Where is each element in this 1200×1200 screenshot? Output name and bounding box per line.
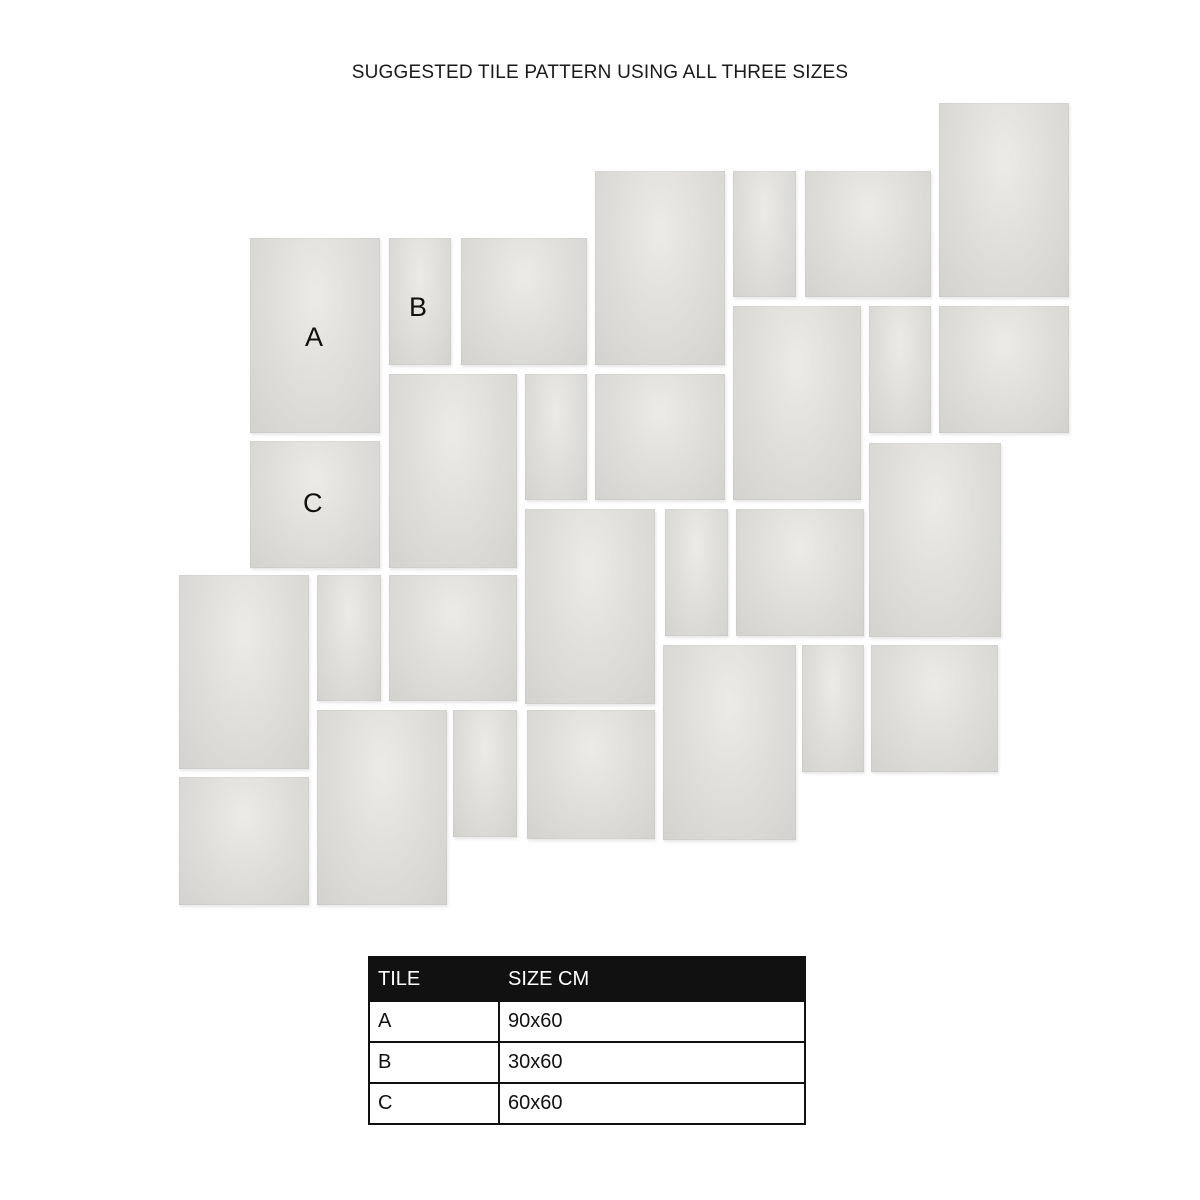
legend-row: A 90x60 [368,1000,806,1043]
legend-cell-tile: A [368,1000,500,1043]
legend-header-tile: TILE [368,956,500,1002]
tile [665,509,728,636]
tile [805,171,931,297]
tile [453,710,517,837]
tile [525,374,587,500]
tile-size-legend: TILE SIZE CM A 90x60 B 30x60 C 60x60 [368,956,806,1125]
legend-header-size: SIZE CM [498,956,806,1002]
tile [527,710,655,839]
legend-cell-tile: C [368,1082,500,1125]
tile [389,374,517,568]
tile [317,710,447,905]
tile [179,575,309,769]
tile [939,103,1069,297]
tile [733,171,796,297]
legend-row: B 30x60 [368,1041,806,1084]
diagram-title: SUGGESTED TILE PATTERN USING ALL THREE S… [351,62,849,83]
tile [595,171,725,365]
tile [869,306,931,433]
tile [939,306,1069,433]
legend-header-row: TILE SIZE CM [368,956,806,1002]
tile [869,443,1001,637]
tile [733,306,861,500]
tile [736,509,864,636]
tile [389,238,451,365]
tile-label-b: B [409,292,428,322]
tile [317,575,381,701]
tile-label-c: C [303,488,323,518]
legend-cell-tile: B [368,1041,500,1084]
tile [389,575,517,701]
tile [250,238,380,433]
tile [525,509,655,704]
legend-row: C 60x60 [368,1082,806,1125]
legend-cell-size: 30x60 [498,1041,806,1084]
legend-cell-size: 60x60 [498,1082,806,1125]
tile [250,441,380,568]
tile-label-a: A [305,322,324,352]
tile [663,645,796,840]
tile [802,645,864,772]
tile [179,777,309,905]
legend-cell-size: 90x60 [498,1000,806,1043]
tile [871,645,998,772]
tile [461,238,587,365]
tile [595,374,725,500]
